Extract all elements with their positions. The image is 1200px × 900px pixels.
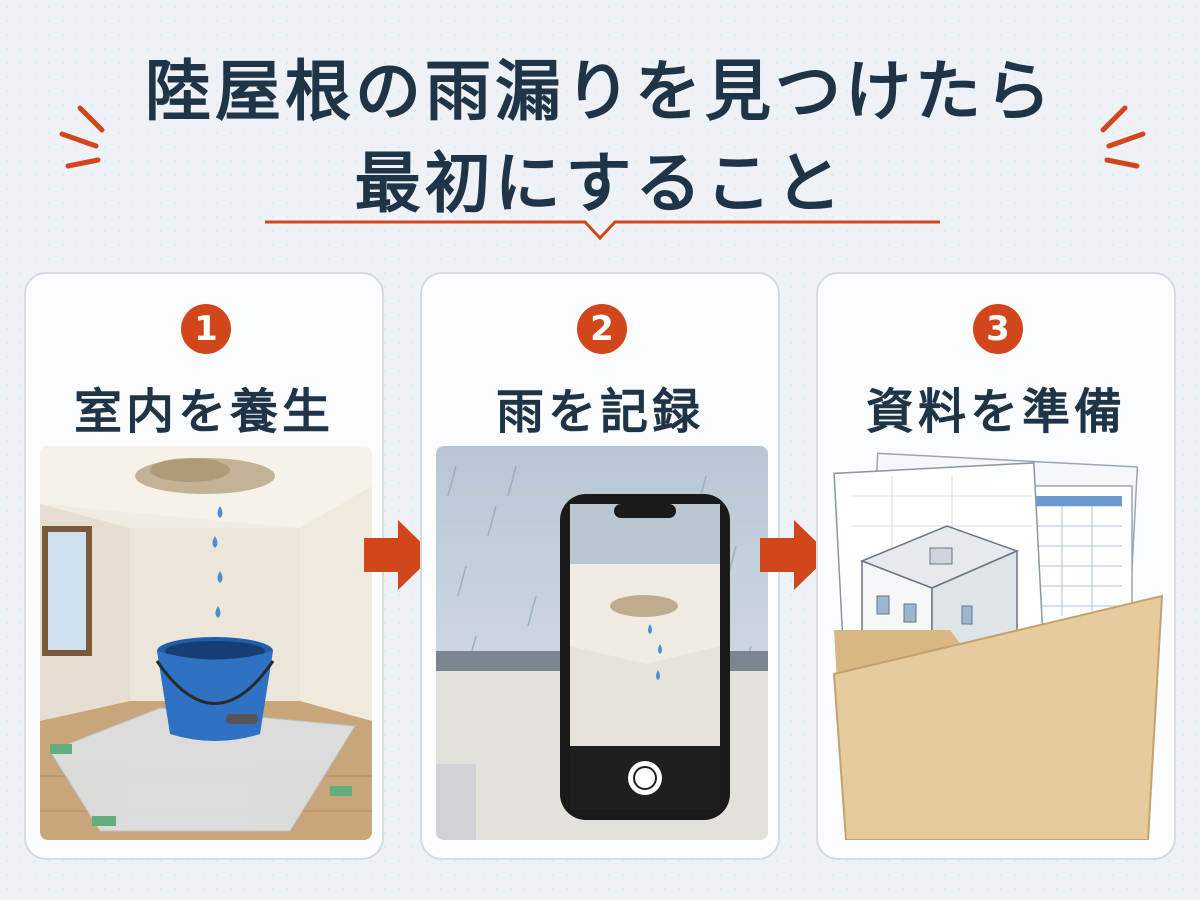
right-arrow-icon — [364, 520, 434, 590]
spark-right-icon — [1100, 105, 1146, 169]
step-card-3: 3 資料を準備 — [816, 272, 1176, 860]
right-arrow-icon — [760, 520, 830, 590]
smartphone-photo-illustration — [436, 446, 768, 840]
page-title-line2: 最初にすること — [354, 145, 846, 222]
page-title-line1: 陸屋根の雨漏りを見つけたら — [145, 53, 1055, 130]
step-label: 資料を準備 — [865, 384, 1126, 440]
step-label: 室内を養生 — [73, 384, 334, 440]
document-folder-illustration — [832, 446, 1164, 840]
step-number-badge: 1 — [181, 304, 231, 354]
step-label: 雨を記録 — [495, 384, 704, 440]
step-number-badge: 2 — [577, 304, 627, 354]
spark-left-icon — [59, 105, 105, 169]
title-underline — [265, 220, 940, 241]
step-number-badge: 3 — [973, 304, 1023, 354]
step-card-1: 1 室内を養生 — [24, 272, 384, 860]
bucket-under-leak-illustration — [40, 446, 372, 840]
step-card-2: 2 雨を記録 — [420, 272, 780, 860]
